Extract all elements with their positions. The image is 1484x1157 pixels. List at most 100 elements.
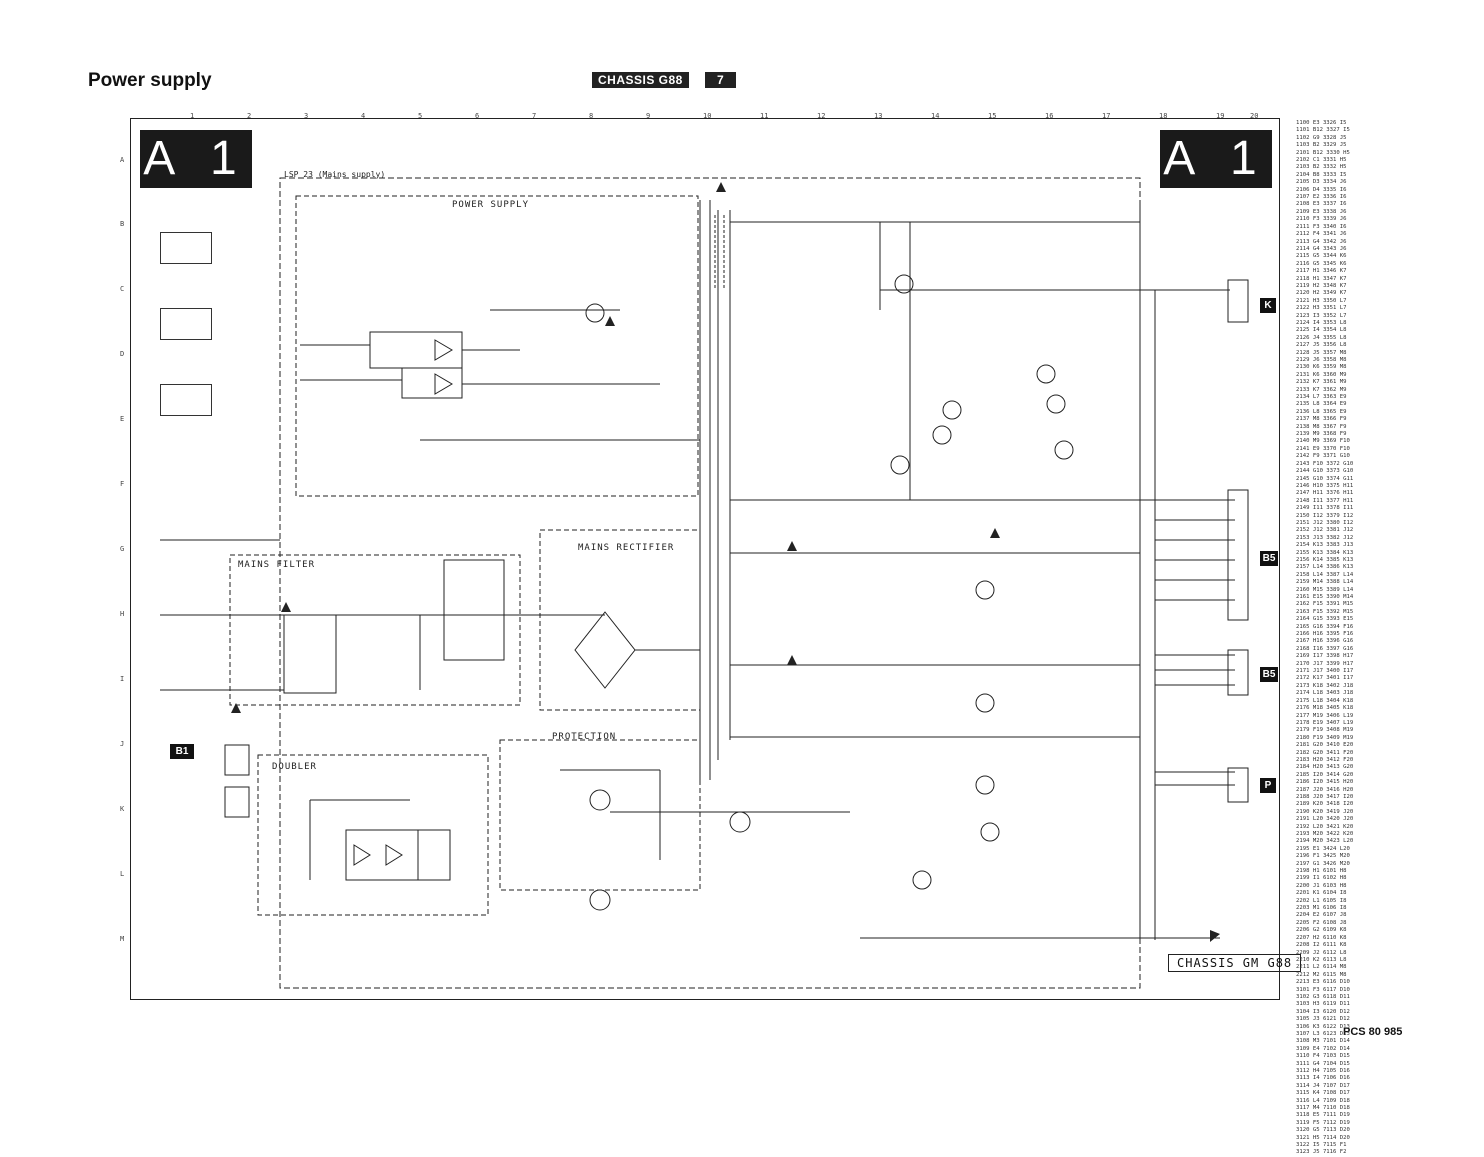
parts-list-row: 2145 G10 3374 G11 <box>1296 475 1354 482</box>
parts-list-row: 3118 E5 7111 D19 <box>1296 1112 1350 1119</box>
warning-icon <box>231 703 241 713</box>
warning-icon <box>787 541 797 551</box>
parts-list-row: 2140 M9 3369 F10 <box>1296 438 1350 445</box>
parts-list-row: 2151 J12 3380 I12 <box>1296 519 1354 526</box>
power-supply-label: POWER SUPPLY <box>452 200 530 210</box>
parts-list-row: 2135 L8 3364 E9 <box>1296 401 1347 408</box>
parts-list-row: 2113 G4 3342 J6 <box>1296 238 1347 245</box>
parts-list-row: 2189 K20 3418 I20 <box>1296 801 1354 808</box>
ruler-tick: 9 <box>646 112 651 120</box>
parts-list-row: 2137 M8 3366 F9 <box>1296 416 1347 423</box>
parts-list-row: 2121 H3 3350 L7 <box>1296 297 1347 304</box>
parts-list-row: 2176 M18 3405 K18 <box>1296 705 1354 712</box>
parts-list-row: 2208 I2 6111 K8 <box>1296 942 1347 949</box>
parts-list-row: 2156 K14 3385 K13 <box>1296 556 1354 563</box>
parts-list-row: 1101 B12 3327 I5 <box>1296 127 1350 134</box>
document-code: PCS 80 985 <box>1343 1026 1403 1038</box>
schematic-sheet-frame <box>130 118 1280 1000</box>
parts-list-row: 2193 M20 3422 K20 <box>1296 831 1354 837</box>
parts-list-row: 2184 H20 3413 G20 <box>1296 764 1354 771</box>
parts-list-row: 2153 J13 3382 J12 <box>1296 534 1354 541</box>
parts-list-row: 2175 L18 3404 K18 <box>1296 697 1354 704</box>
ruler-tick: 20 <box>1250 112 1259 120</box>
parts-list-row: 2163 F15 3392 M15 <box>1296 608 1354 615</box>
parts-list-row: 2196 F1 3425 M20 <box>1296 853 1350 860</box>
parts-list-row: 3106 K3 6122 D13 <box>1296 1023 1350 1030</box>
doubler-label: DOUBLER <box>272 762 317 772</box>
ruler-tick: 3 <box>304 112 309 120</box>
ruler-tick: 17 <box>1102 112 1111 120</box>
ruler-tick: E <box>120 415 125 423</box>
parts-list-row: 2161 E15 3390 M14 <box>1296 594 1354 600</box>
parts-list-row: 2209 J2 6112 L8 <box>1296 949 1347 956</box>
parts-list-row: 2104 B8 3333 I5 <box>1296 171 1347 178</box>
parts-list-row: 2199 I1 6102 H8 <box>1296 875 1347 882</box>
parts-list-row: 2132 K7 3361 M9 <box>1296 379 1347 386</box>
parts-list-row: 2172 K17 3401 I17 <box>1296 675 1354 682</box>
parts-list-row: 2157 L14 3386 K13 <box>1296 564 1354 571</box>
parts-list-row: 2108 E3 3337 I6 <box>1296 201 1347 208</box>
parts-list-row: 2105 D3 3334 J6 <box>1296 179 1347 186</box>
parts-list-row: 3104 I3 6120 D12 <box>1296 1008 1350 1015</box>
parts-list-row: 2169 I17 3398 H17 <box>1296 653 1354 660</box>
parts-list-row: 2119 H2 3348 K7 <box>1296 282 1347 289</box>
parts-list-row: 2123 I3 3352 L7 <box>1296 312 1347 319</box>
parts-list-row: 2160 M15 3389 L14 <box>1296 586 1354 593</box>
parts-list-row: 2210 K2 6113 L8 <box>1296 956 1347 963</box>
parts-list-row: 2125 I4 3354 L8 <box>1296 327 1347 334</box>
parts-list-row: 2109 E3 3338 J6 <box>1296 208 1347 215</box>
parts-list-row: 2201 K1 6104 I8 <box>1296 890 1347 897</box>
sheet-label-right: A 1 <box>1160 130 1272 188</box>
connector-p: P <box>1260 778 1276 793</box>
parts-list-row: 2207 H2 6110 K8 <box>1296 934 1347 941</box>
parts-list-row: 2178 E19 3407 L19 <box>1296 719 1354 726</box>
parts-list-row: 2186 I20 3415 H20 <box>1296 779 1354 786</box>
parts-list-row: 2187 J20 3416 H20 <box>1296 786 1354 793</box>
ruler-tick: 1 <box>190 112 195 120</box>
parts-list-row: 2103 B2 3332 H5 <box>1296 164 1347 171</box>
parts-list-row: 2188 J20 3417 I20 <box>1296 793 1354 800</box>
ruler-tick: 6 <box>475 112 480 120</box>
mains-rectifier-outline <box>539 529 701 711</box>
ruler-tick: 15 <box>988 112 997 120</box>
ruler-tick: 12 <box>817 112 826 120</box>
parts-list-row: 3114 J4 7107 D17 <box>1296 1082 1350 1089</box>
schematic-wiring <box>160 177 1249 989</box>
mains-filter-label: MAINS FILTER <box>238 560 316 570</box>
parts-list-row: 2180 F19 3409 M19 <box>1296 734 1354 741</box>
parts-list-row: 2128 J5 3357 M8 <box>1296 349 1347 356</box>
parts-list-row: 2106 D4 3335 I6 <box>1296 186 1347 193</box>
doubler-outline <box>257 754 489 916</box>
parts-list-row: 2142 F9 3371 G10 <box>1296 453 1350 460</box>
warning-icon <box>990 528 1000 538</box>
parts-list-row: 3101 F3 6117 D10 <box>1296 986 1350 993</box>
parts-list-row: 3115 K4 7108 D17 <box>1296 1090 1350 1097</box>
connector-k: K <box>1260 298 1276 313</box>
parts-list-row: 3105 J3 6121 D12 <box>1296 1016 1350 1023</box>
parts-list-row: 2148 I11 3377 H11 <box>1296 497 1354 504</box>
parts-list-row: 2158 L14 3387 L14 <box>1296 571 1354 578</box>
main-block-label: LSP 23 (Mains supply) <box>284 170 386 179</box>
parts-list-row: 2200 J1 6103 H8 <box>1296 882 1347 889</box>
parts-list-row: 2159 M14 3388 L14 <box>1296 579 1354 586</box>
ruler-tick: 5 <box>418 112 423 120</box>
parts-list-row: 1102 G9 3328 J5 <box>1296 134 1347 141</box>
parts-list-row: 2120 H2 3349 K7 <box>1296 290 1347 297</box>
parts-list-row: 2107 E2 3336 I6 <box>1296 194 1347 201</box>
chassis-footer-box: CHASSIS GM G88 <box>1168 954 1302 972</box>
parts-list-row: 2167 H16 3396 G16 <box>1296 638 1354 645</box>
parts-list-row: 2130 K6 3359 M8 <box>1296 364 1347 371</box>
top-ruler: 1 2 3 4 5 6 7 8 9 10 11 12 13 14 15 16 1… <box>130 112 1280 120</box>
arrow-icon <box>1210 930 1220 942</box>
parts-list-row: 3119 F5 7112 D19 <box>1296 1119 1350 1126</box>
parts-list-row: 3109 E4 7102 D14 <box>1296 1045 1350 1052</box>
side-ruler: A B C D E F G H I J K L M <box>120 120 128 1000</box>
parts-list-row: 2182 G20 3411 F20 <box>1296 749 1354 756</box>
connector-b5-bottom: B5 <box>1260 667 1278 682</box>
parts-list-row: 3110 F4 7103 D15 <box>1296 1053 1350 1060</box>
parts-list-row: 2211 L2 6114 M8 <box>1296 964 1347 971</box>
ruler-tick: 14 <box>931 112 940 120</box>
parts-list-row: 2168 I16 3397 G16 <box>1296 645 1354 652</box>
parts-list-row: 2118 H1 3347 K7 <box>1296 275 1347 282</box>
ruler-tick: K <box>120 805 125 813</box>
